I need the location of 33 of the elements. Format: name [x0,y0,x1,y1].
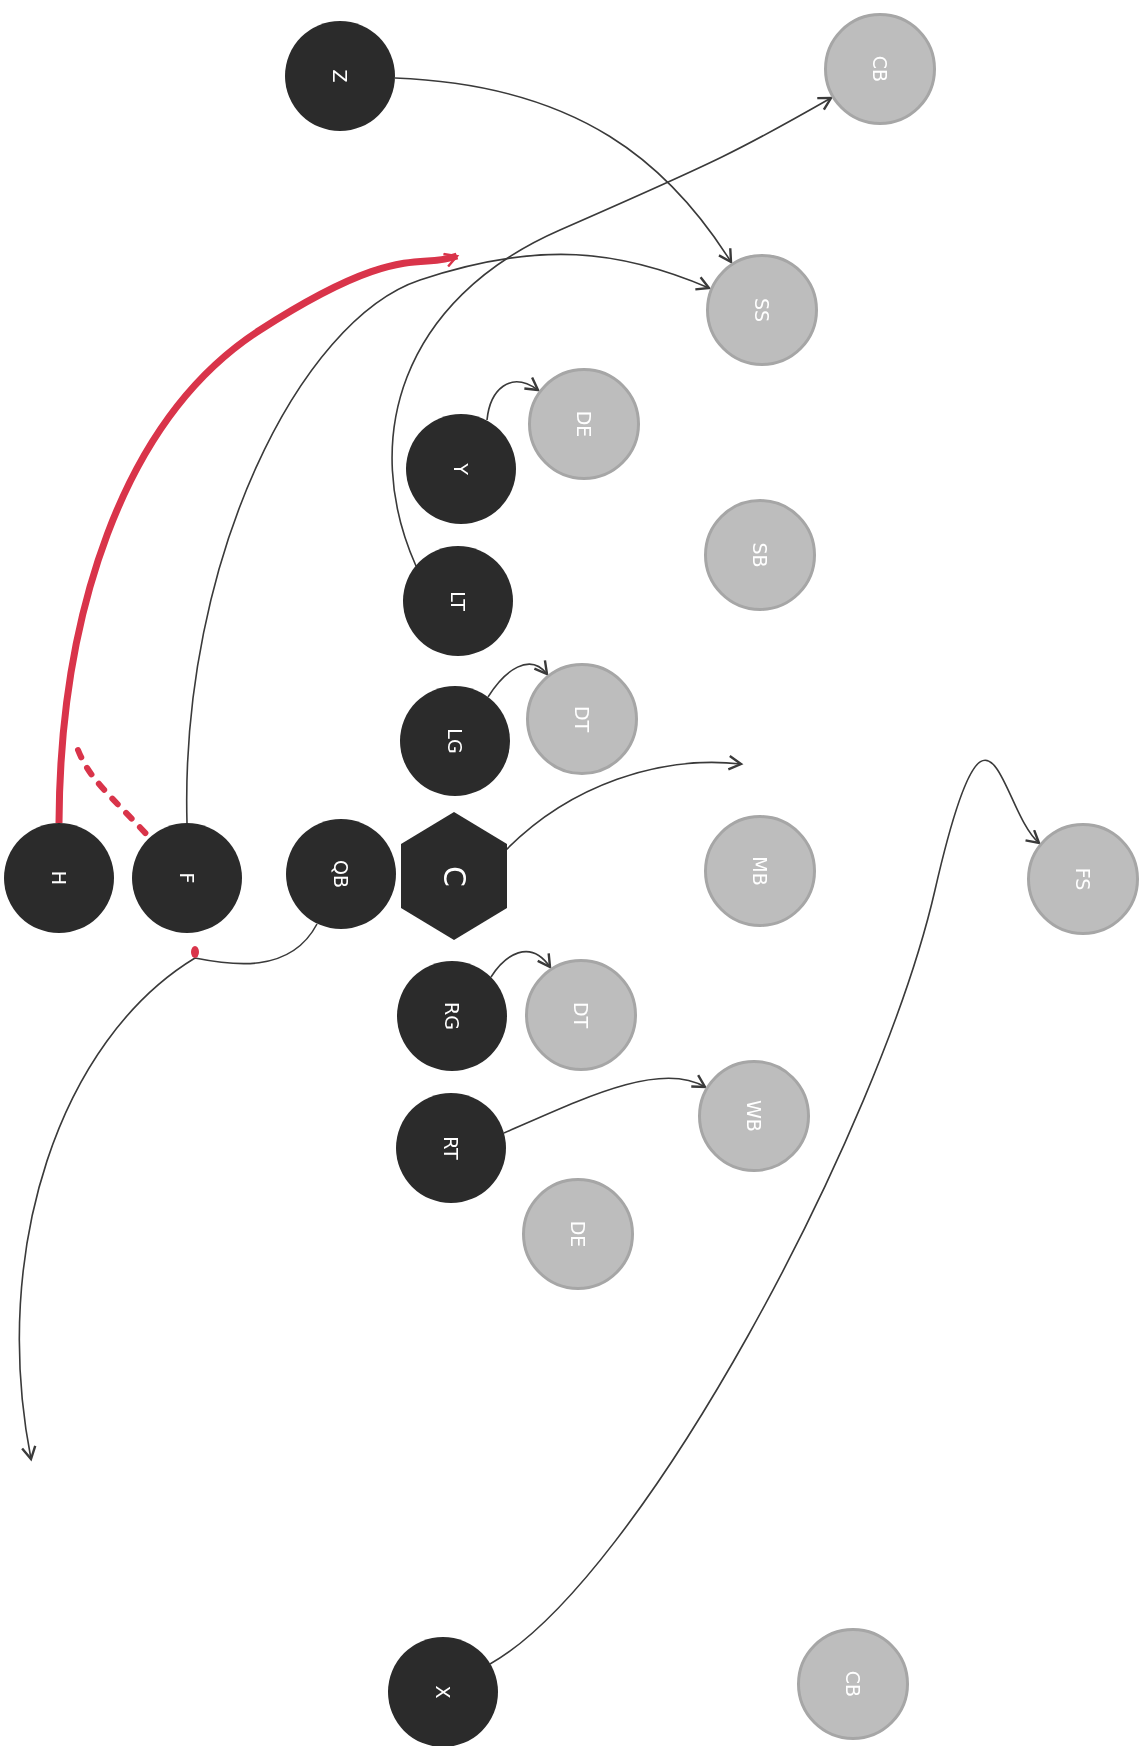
route-arrow [391,96,833,567]
position-label: CB [842,1670,864,1698]
position-label: CB [869,55,891,83]
position-label: Z [329,69,351,83]
position-label: C [436,865,472,887]
position-label: RG [441,1002,463,1030]
route-arrow [55,251,459,824]
position-label: SB [749,542,771,568]
position-label: QB [330,860,352,888]
route-arrow [486,376,540,421]
route-arrow [489,759,1041,1665]
position-label: DE [567,1220,589,1248]
position-label: X [432,1685,454,1699]
position-label: RT [440,1136,462,1160]
route-arrow [487,659,549,698]
route-arrow [503,1074,707,1134]
route-arrow [490,950,552,978]
player-hexagon [401,812,507,940]
route-arrow [18,923,318,1461]
position-label: LT [447,591,469,611]
position-label: DE [573,410,595,438]
position-label: DT [570,1001,592,1029]
position-label: WB [743,1100,765,1132]
position-label: FS [1072,867,1094,891]
position-label: LG [444,728,466,754]
position-label: MB [749,856,771,886]
position-label: DT [571,705,593,733]
position-label: Y [450,463,472,475]
route-arrow [186,253,711,824]
position-label: SS [751,297,773,323]
position-label: H [48,870,70,886]
route-arrow [394,77,733,264]
position-label: F [176,872,198,884]
